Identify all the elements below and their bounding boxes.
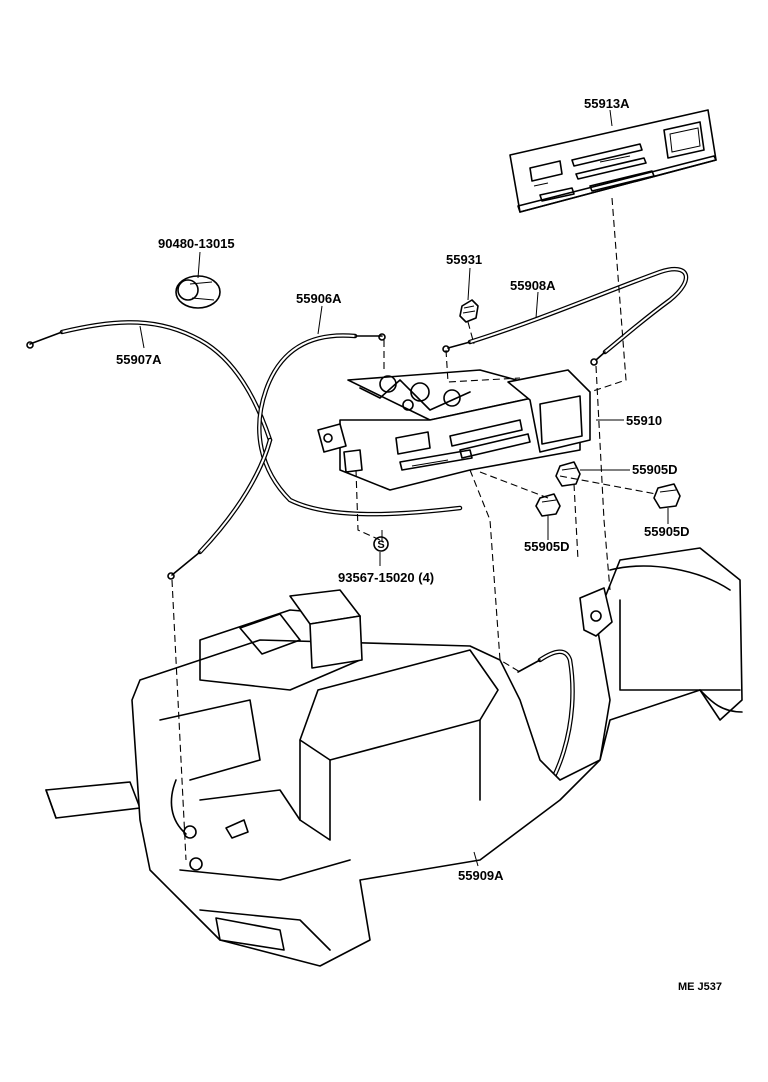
screw-symbol: S	[373, 536, 389, 552]
label-55909a: 55909A	[458, 868, 504, 883]
cable-55907a	[26, 320, 273, 443]
heater-unit	[45, 547, 743, 967]
knob-55905d-1	[555, 461, 581, 487]
label-55910: 55910	[626, 413, 662, 428]
clip-55931	[459, 299, 479, 323]
heater-control-assy	[317, 369, 591, 491]
reference-code: ME J537	[678, 981, 722, 993]
label-55906a: 55906A	[296, 291, 342, 306]
cable-55908a	[442, 266, 689, 366]
label-90480-13015: 90480-13015	[158, 236, 235, 251]
knob-90480	[175, 275, 221, 309]
label-93567-15020: 93567-15020 (4)	[338, 570, 434, 585]
label-55908a: 55908A	[510, 278, 556, 293]
part-labels: 55913A 90480-13015 55931 55908A 55906A 5…	[116, 96, 722, 993]
screw-symbol-text: S	[377, 539, 384, 551]
label-55905d-2: 55905D	[524, 539, 570, 554]
leader-lines	[139, 109, 669, 867]
label-55905d-1: 55905D	[632, 462, 678, 477]
heater-control-panel	[509, 109, 717, 213]
knob-55905d-2	[535, 493, 561, 517]
label-55907a: 55907A	[116, 352, 162, 367]
label-55913a: 55913A	[584, 96, 630, 111]
knob-55905d-3	[653, 483, 681, 509]
label-55931: 55931	[446, 252, 482, 267]
assembly-lines	[171, 197, 657, 861]
label-55905d-3: 55905D	[644, 524, 690, 539]
cable-lower-branch	[167, 437, 273, 580]
